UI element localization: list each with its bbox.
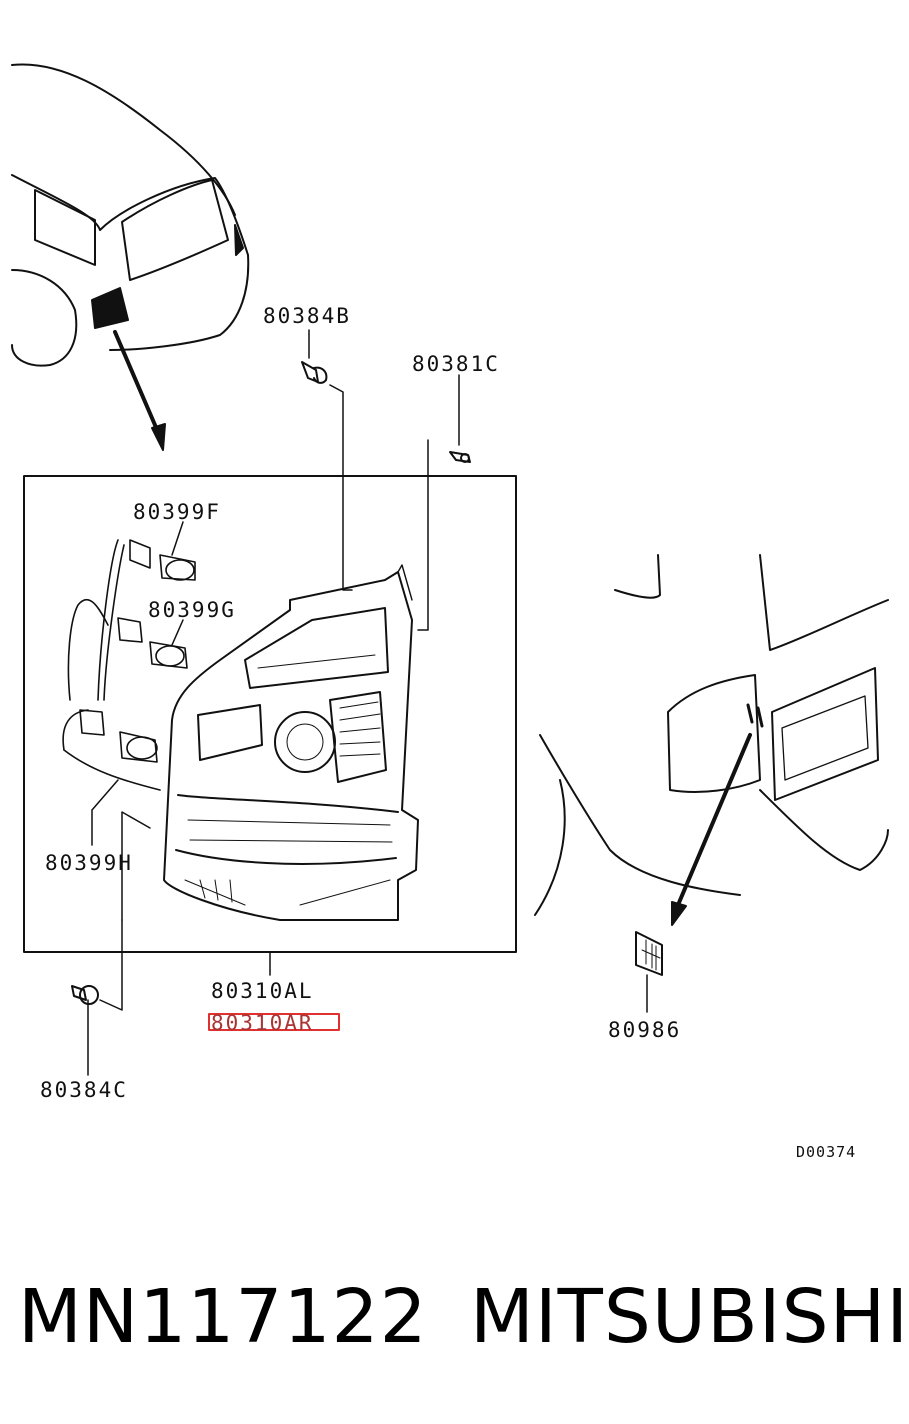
label-rivet-bottom: 80384C <box>40 1078 128 1102</box>
footer-part-number: MN117122 <box>18 1274 428 1360</box>
leader-lines <box>87 329 648 1076</box>
rivet-bottom-part <box>71 985 99 1005</box>
detail-frame <box>23 475 517 953</box>
screw-part <box>449 451 471 463</box>
label-bulb-h: 80399H <box>45 851 133 875</box>
pointer-arrow-left <box>113 330 166 451</box>
rivet-top-part <box>301 361 328 384</box>
footer-brand: MITSUBISHI <box>470 1274 909 1360</box>
tail-lamp-assembly <box>163 564 419 921</box>
label-rivet-top: 80384B <box>263 304 351 328</box>
label-bulb-g: 80399G <box>148 598 236 622</box>
label-lamp-right: 80310AR <box>211 1011 314 1035</box>
diagram-code: D00374 <box>796 1143 857 1161</box>
label-reflector: 80986 <box>608 1018 682 1042</box>
highlight-box <box>208 1013 340 1031</box>
label-lamp-left: 80310AL <box>211 979 314 1003</box>
vehicle-rear-left-sketch <box>11 63 250 367</box>
bulb-sockets <box>62 539 196 791</box>
pointer-arrow-right <box>671 733 752 926</box>
vehicle-rear-right-sketch <box>534 554 889 916</box>
label-bulb-f: 80399F <box>133 500 221 524</box>
reflector-part <box>635 931 663 976</box>
label-screw: 80381C <box>412 352 500 376</box>
